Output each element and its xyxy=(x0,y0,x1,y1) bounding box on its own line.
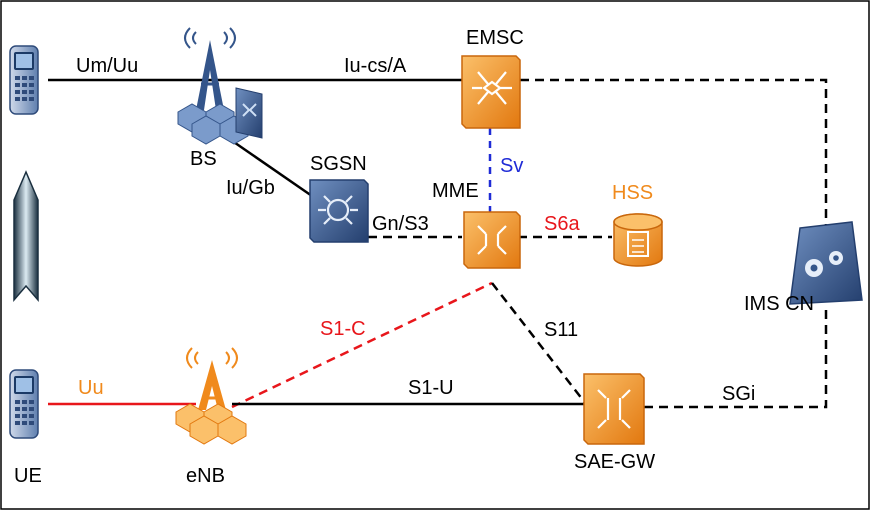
link-s1-c xyxy=(231,281,493,409)
node-label-bs: BS xyxy=(190,148,217,170)
phone-icon-bottom xyxy=(9,369,39,439)
link-label-um-uu: Um/Uu xyxy=(76,55,138,77)
link-label-gn-s3: Gn/S3 xyxy=(372,213,429,235)
node-label-hss: HSS xyxy=(612,182,653,204)
link-label-sgi: SGi xyxy=(722,383,755,405)
direction-arrow-icon xyxy=(13,170,39,303)
node-label-ims-cn: IMS CN xyxy=(744,293,814,315)
link-label-sv: Sv xyxy=(500,155,523,177)
base-station-tower-icon xyxy=(177,27,263,145)
mme-node-icon xyxy=(463,211,521,269)
sgsn-router-icon xyxy=(309,179,369,243)
link-label-s6a: S6a xyxy=(544,213,580,235)
link-label-s11: S11 xyxy=(544,319,578,341)
link-label-s1-c: S1-C xyxy=(320,318,366,340)
node-label-enb: eNB xyxy=(186,465,225,487)
phone-icon-top xyxy=(9,45,39,115)
link-label-uu: Uu xyxy=(78,377,104,399)
link-sgi xyxy=(644,310,828,409)
link-label-iu-cs-a: Iu-cs/A xyxy=(344,55,407,77)
link-emsc-ims-cn xyxy=(520,78,828,225)
link-s11 xyxy=(491,282,587,405)
node-label-mme: MME xyxy=(432,180,479,202)
ims-cn-server-icon xyxy=(789,221,863,305)
link-label-s1-u: S1-U xyxy=(408,377,454,399)
hss-database-icon xyxy=(613,213,663,267)
emsc-switch-icon xyxy=(461,55,521,129)
node-label-ue: UE xyxy=(14,465,42,487)
node-label-sae-gw: SAE-GW xyxy=(574,451,655,473)
link-label-iu-gb: Iu/Gb xyxy=(226,177,275,199)
enodeb-tower-icon xyxy=(175,347,247,445)
sae-gw-gateway-icon xyxy=(583,373,645,445)
node-label-sgsn: SGSN xyxy=(310,153,367,175)
node-label-emsc: EMSC xyxy=(466,27,524,49)
link-iu-gb xyxy=(227,136,313,198)
